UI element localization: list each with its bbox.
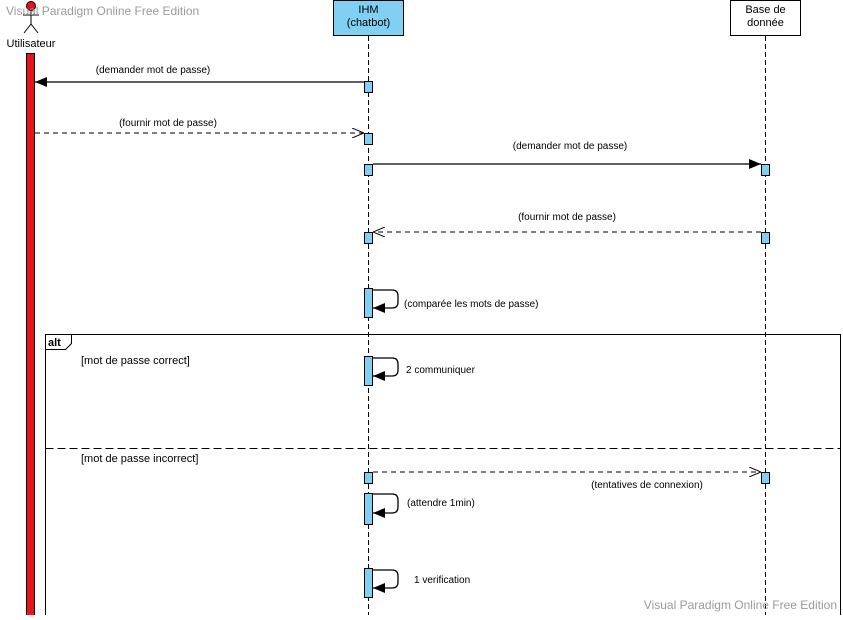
message-3: (demander mot de passe)	[373, 141, 761, 169]
ihm-activation	[364, 164, 373, 176]
guard-correct: [mot de passe correct]	[81, 355, 190, 367]
alt-frame	[45, 334, 841, 620]
ihm-activation	[364, 493, 373, 525]
actor-leg-left	[23, 23, 32, 34]
message-label: (demander mot de passe)	[96, 65, 211, 76]
watermark-top: Visual Paradigm Online Free Edition	[6, 4, 200, 18]
ihm-title: IHM	[358, 4, 378, 16]
db-activation	[761, 164, 770, 176]
ihm-activation	[364, 472, 373, 484]
watermark-bottom: Visual Paradigm Online Free Edition	[643, 598, 837, 612]
message-label: (tentatives de connexion)	[591, 480, 703, 491]
self-call-arrow	[373, 493, 399, 518]
message-6: 2 communiquer	[373, 357, 476, 381]
message-label: 1 verification	[414, 575, 470, 586]
ihm-activation	[364, 232, 373, 244]
actor-leg-right	[30, 23, 39, 34]
db-activation	[761, 232, 770, 244]
db-subtitle: donnée	[747, 17, 784, 29]
user-actor: Utilisateur	[7, 1, 56, 50]
message-4: (fournir mot de passe)	[373, 212, 761, 232]
message-1: (demander mot de passe)	[35, 65, 364, 87]
message-label: (demander mot de passe)	[513, 141, 628, 152]
self-call-arrow	[373, 289, 399, 313]
db-activation	[761, 472, 770, 484]
message-5: (comparée les mots de passe)	[373, 289, 539, 313]
message-2: (fournir mot de passe)	[35, 118, 364, 133]
message-label: 2 communiquer	[406, 365, 476, 376]
user-label: Utilisateur	[7, 38, 56, 50]
self-call-arrow	[373, 357, 399, 381]
message-8: (attendre 1min)	[373, 493, 475, 518]
alt-operator-label: alt	[48, 337, 61, 349]
guard-incorrect: [mot de passe incorrect]	[81, 453, 198, 465]
message-label: (fournir mot de passe)	[119, 118, 217, 129]
message-label: (attendre 1min)	[407, 498, 475, 509]
alt-fragment: alt [mot de passe correct] [mot de passe…	[45, 334, 841, 620]
ihm-participant: IHM (chatbot)	[333, 0, 404, 36]
user-activation	[26, 53, 35, 616]
ihm-subtitle: (chatbot)	[347, 17, 390, 29]
ihm-activation	[364, 356, 373, 386]
ihm-activation	[364, 288, 373, 318]
self-call-arrow	[373, 569, 399, 593]
db-title: Base de	[745, 4, 785, 16]
message-9: 1 verification	[373, 569, 470, 593]
ihm-activation	[364, 133, 373, 145]
message-label: (fournir mot de passe)	[518, 212, 616, 223]
ihm-activation	[364, 568, 373, 598]
ihm-box	[333, 0, 404, 36]
db-box	[730, 0, 801, 36]
db-participant: Base de donnée	[730, 0, 801, 36]
alt-operator-tab	[45, 334, 72, 350]
message-7: (tentatives de connexion)	[373, 472, 761, 491]
message-label: (comparée les mots de passe)	[404, 299, 539, 310]
ihm-activation	[364, 81, 373, 93]
